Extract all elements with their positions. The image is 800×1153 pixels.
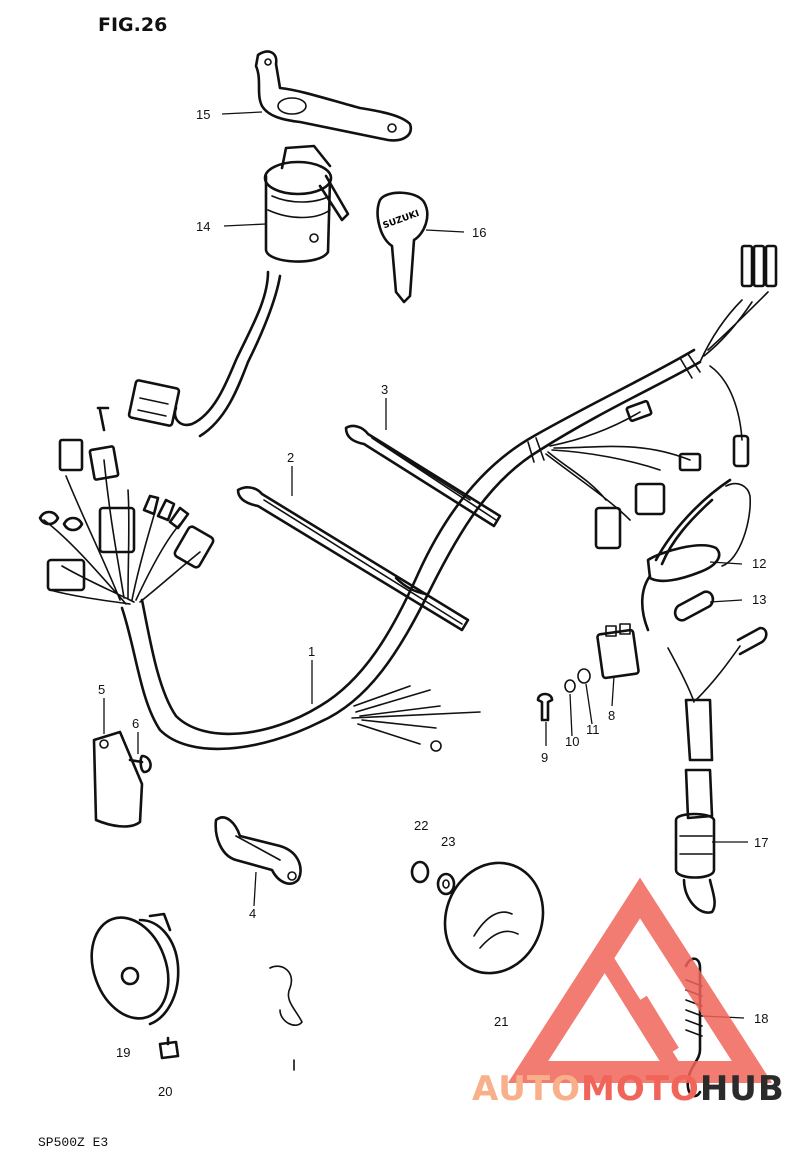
fuse xyxy=(673,590,715,622)
washer-10 xyxy=(564,679,576,693)
figure-code: SP500Z E3 xyxy=(38,1135,108,1150)
mounting-plate xyxy=(92,730,144,828)
ignition-key: SUZUKI xyxy=(376,191,429,304)
washer-22 xyxy=(410,860,430,884)
wiring-band-clamp-3 xyxy=(344,424,502,528)
callout-10: 10 xyxy=(565,734,579,749)
callout-12: 12 xyxy=(752,556,766,571)
screw-9 xyxy=(536,692,554,722)
screw-6 xyxy=(128,754,152,774)
horn xyxy=(90,912,180,1026)
washer-23 xyxy=(436,872,456,896)
callout-23: 23 xyxy=(441,834,455,849)
watermark-text: AUTOMOTOHUB xyxy=(472,1069,785,1109)
horn-cover xyxy=(443,861,545,975)
callout-13: 13 xyxy=(752,592,766,607)
fuse-holder xyxy=(640,478,751,632)
watermark-text-hub: HUB xyxy=(700,1069,785,1109)
callout-21: 21 xyxy=(494,1014,508,1029)
watermark-letter-g-icon xyxy=(599,955,683,1077)
watermark-triangle-icon xyxy=(507,877,773,1083)
callout-19: 19 xyxy=(116,1045,130,1060)
brake-light-switch xyxy=(667,626,768,914)
horn-bolt xyxy=(158,1036,180,1060)
callout-1: 1 xyxy=(308,644,315,659)
callout-5: 5 xyxy=(98,682,105,697)
callout-3: 3 xyxy=(381,382,388,397)
washer-11 xyxy=(577,668,591,684)
callout-20: 20 xyxy=(158,1084,172,1099)
ignition-switch xyxy=(127,144,350,438)
watermark-text-auto: AUTO xyxy=(472,1069,581,1109)
callout-8: 8 xyxy=(608,708,615,723)
callout-numbers: 1 2 3 4 5 6 8 9 10 11 12 13 14 15 16 17 … xyxy=(98,107,768,1099)
callout-16: 16 xyxy=(472,225,486,240)
callout-17: 17 xyxy=(754,835,768,850)
callout-6: 6 xyxy=(132,716,139,731)
callout-15: 15 xyxy=(196,107,210,122)
watermark-logo xyxy=(507,877,773,1083)
main-wiring-harness xyxy=(38,244,778,752)
callout-9: 9 xyxy=(541,750,548,765)
turn-signal-relay xyxy=(596,623,640,680)
callout-22: 22 xyxy=(414,818,428,833)
callout-18: 18 xyxy=(754,1011,768,1026)
watermark-text-moto: MOTO xyxy=(581,1069,700,1109)
wiring-band-clamp-2 xyxy=(236,486,470,632)
key-brand-stamp: SUZUKI xyxy=(382,209,421,231)
callout-11: 11 xyxy=(586,722,600,737)
harness-clamp xyxy=(214,816,302,885)
callout-4: 4 xyxy=(249,906,256,921)
callout-14: 14 xyxy=(196,219,210,234)
wire-clip xyxy=(269,965,303,1071)
ignition-switch-bracket xyxy=(254,50,413,142)
figure-title: FIG.26 xyxy=(98,14,167,36)
callout-2: 2 xyxy=(287,450,294,465)
leader-lines xyxy=(103,111,748,1019)
